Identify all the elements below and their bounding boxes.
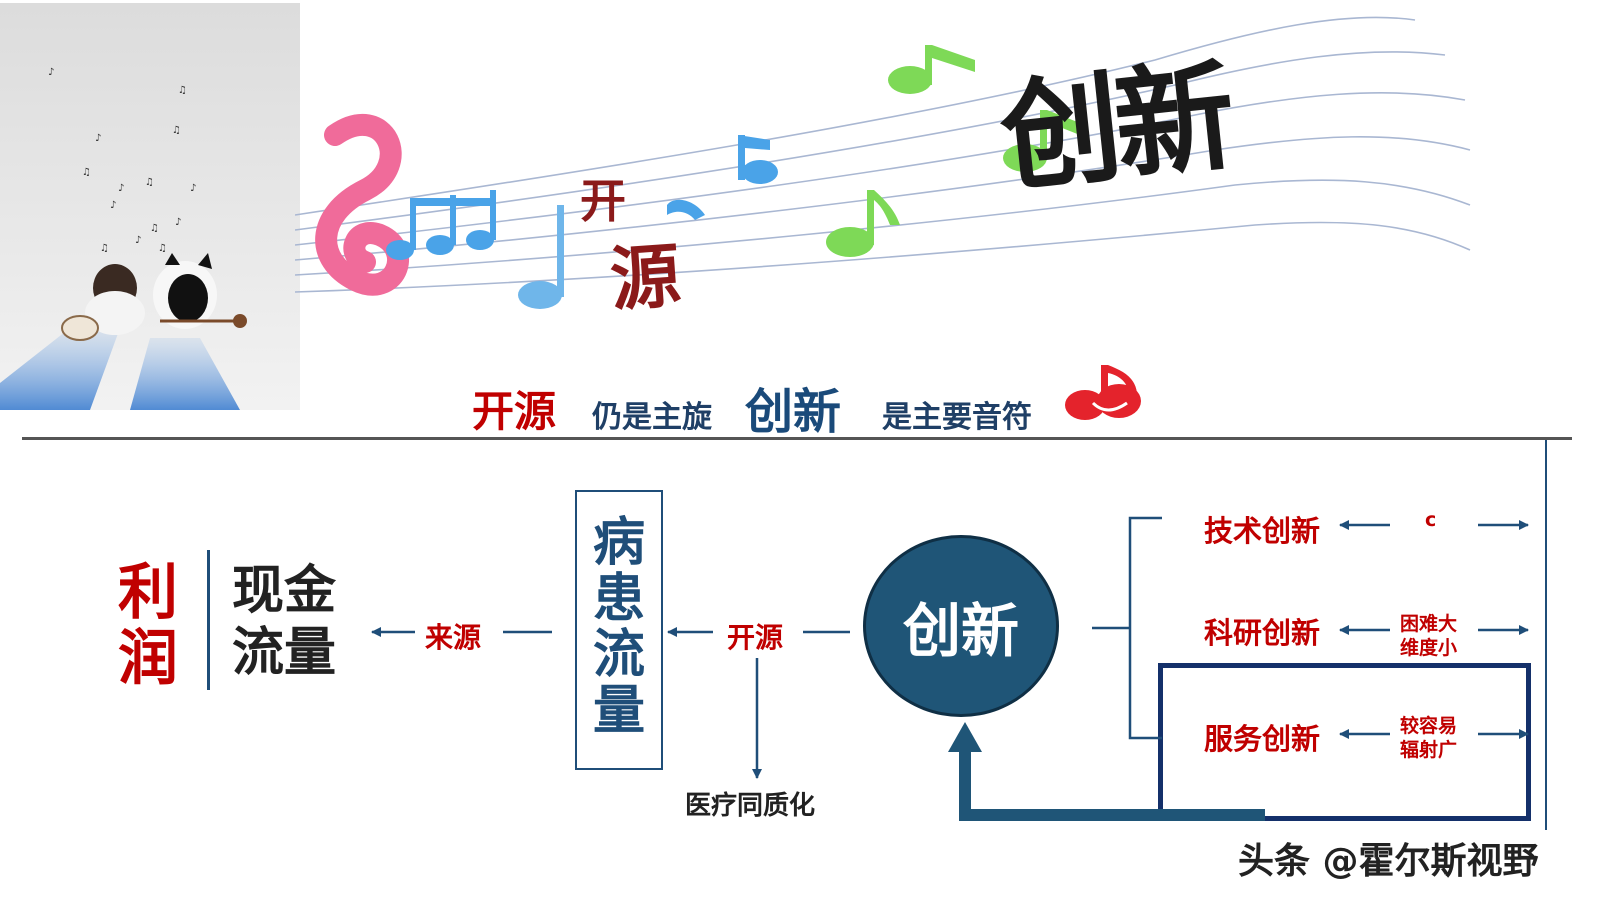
svg-text:♪: ♪ [175, 217, 181, 228]
feedback-arrow [959, 745, 1265, 821]
patient-flow-box [575, 490, 663, 770]
staff-lines [294, 16, 1471, 309]
music-staff-banner [294, 0, 1475, 340]
service-innovation-label: 服务创新 [1204, 722, 1321, 756]
svg-text:♪: ♪ [95, 133, 101, 144]
innovation-label: 创新 [902, 597, 1019, 665]
svg-text:♫: ♫ [178, 85, 187, 96]
headline-yinfu: 是主要音符 [882, 400, 1032, 435]
headline-kaiyuan: 开源 [472, 387, 557, 436]
svg-text:♪: ♪ [118, 183, 124, 194]
research-innovation-label: 科研创新 [1204, 616, 1321, 650]
treble-clef-icon [315, 113, 409, 296]
homogenization-label: 医疗同质化 [685, 791, 816, 821]
svg-text:♫: ♫ [145, 177, 154, 188]
cash-flow-label: 现金 流量 [232, 561, 337, 683]
headline-chuangxin: 创新 [745, 384, 842, 440]
svg-text:♪: ♪ [110, 200, 116, 211]
profit-cash-separator [207, 550, 210, 690]
cats-drawing: ♪♫♪ ♫♫♪ ♫♪♪ ♫♪♫ ♪♫ [0, 67, 247, 410]
cartoon-cats-illustration: ♪♫♪ ♫♫♪ ♫♪♪ ♫♪♫ ♪♫ [0, 3, 300, 410]
source-label: 来源 [425, 621, 482, 654]
service-innovation-highlight-box [1158, 663, 1531, 821]
tech-innovation-note: c [1425, 509, 1437, 531]
tech-innovation-label: 技术创新 [1204, 514, 1321, 548]
svg-text:♫: ♫ [172, 125, 181, 136]
research-innovation-note: 困难大 维度小 [1400, 613, 1458, 659]
music-note-icon [1065, 365, 1141, 420]
feedback-arrowhead [948, 722, 982, 752]
section-divider [22, 437, 1572, 440]
watermark: 头条 @霍尔斯视野 [1238, 841, 1539, 882]
patient-flow-label: 病 患 流 量 [592, 513, 645, 741]
banner-kai-char: 开 [580, 174, 626, 228]
right-feedback-line [1545, 440, 1547, 830]
headline-zhuxuan: 仍是主旋 [592, 400, 712, 435]
svg-text:♫: ♫ [158, 243, 167, 254]
kaiyuan-label: 开源 [727, 621, 784, 654]
svg-text:♪: ♪ [190, 183, 196, 194]
svg-text:♪: ♪ [135, 235, 141, 246]
innovation-circle: 创新 [863, 535, 1059, 717]
svg-text:♫: ♫ [150, 223, 159, 234]
profit-label: 利 润 [118, 558, 178, 694]
svg-text:♫: ♫ [100, 243, 109, 254]
svg-text:♫: ♫ [82, 167, 91, 178]
svg-text:♪: ♪ [48, 67, 54, 78]
service-innovation-note: 较容易 辐射广 [1400, 715, 1458, 761]
